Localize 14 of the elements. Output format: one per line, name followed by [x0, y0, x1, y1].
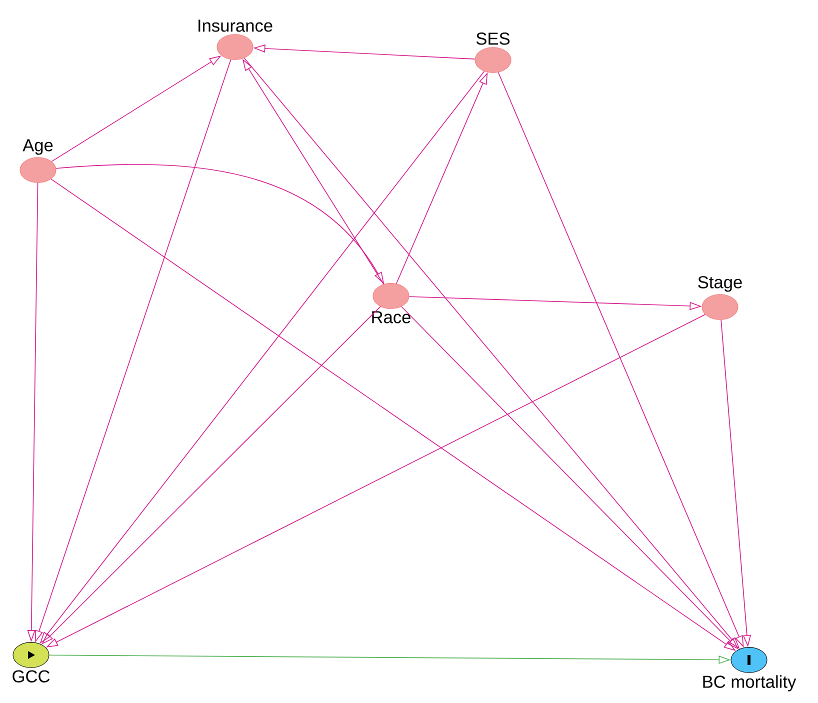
variable-ellipse	[20, 139, 56, 183]
variable-ellipse	[198, 20, 272, 60]
node-label: Stage	[698, 276, 742, 292]
node-label: BC mortality	[703, 675, 796, 692]
node-label: Age	[22, 139, 53, 155]
variable-ellipse	[698, 276, 742, 320]
node-label: GCC	[12, 670, 50, 682]
node-label: Race	[372, 311, 410, 324]
variable-ellipse	[12, 642, 50, 682]
variable-ellipse	[372, 283, 410, 324]
variable-ellipse	[703, 647, 796, 692]
node-label: Insurance	[198, 20, 272, 32]
variable-ellipse	[474, 32, 512, 73]
node-label: SES	[476, 32, 510, 45]
